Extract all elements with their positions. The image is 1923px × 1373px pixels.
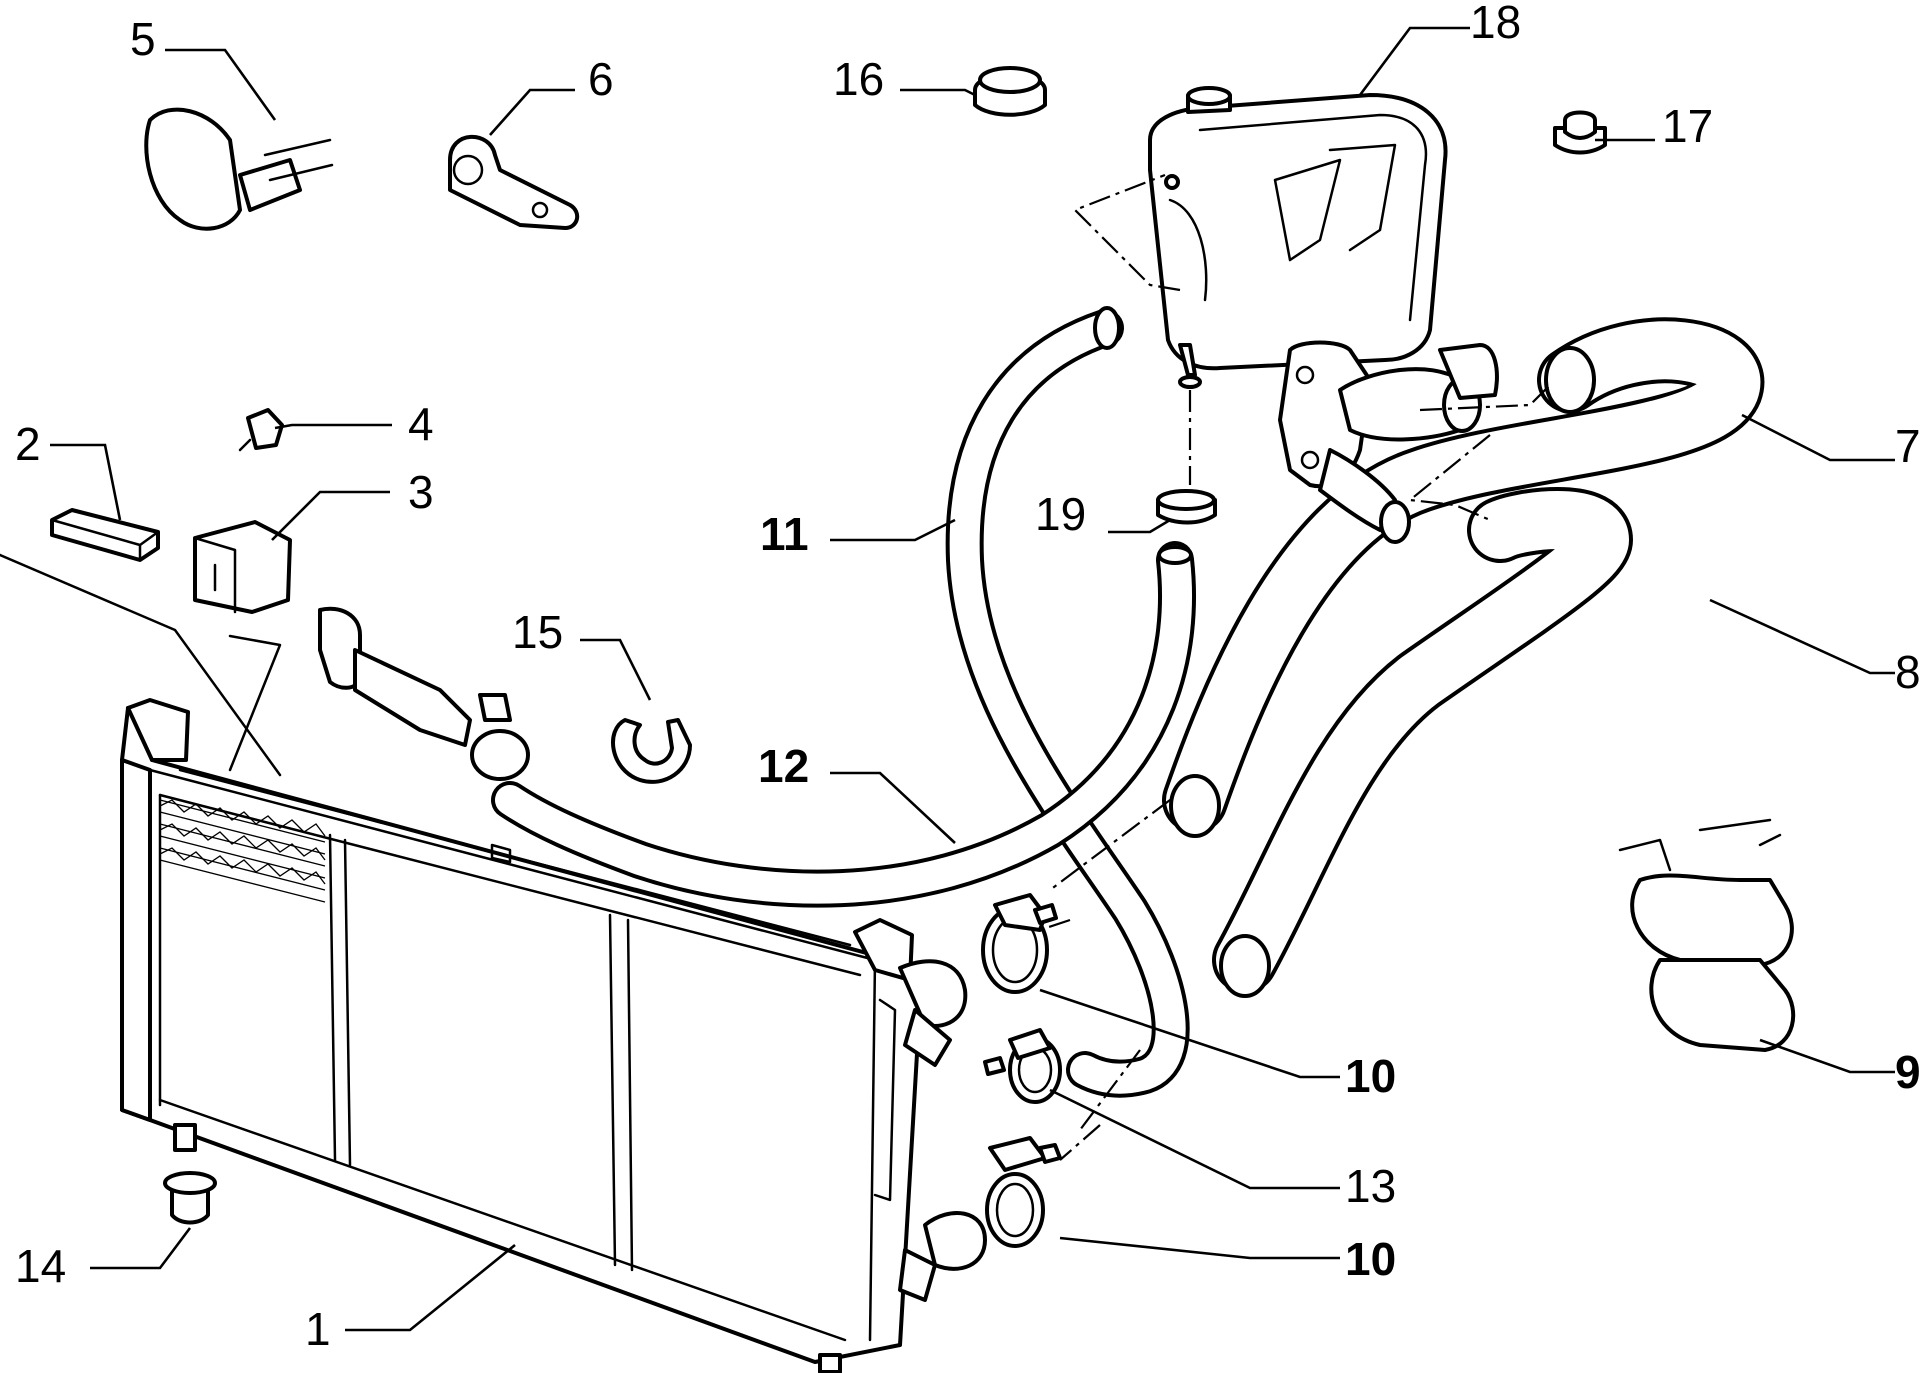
hose-clip-15 [611, 718, 692, 784]
callout-14: 14 [15, 1240, 66, 1292]
plug-14 [163, 1171, 217, 1225]
callout-19: 19 [1035, 488, 1086, 540]
callout-labels: 1 2 3 4 5 6 7 8 9 10 10 11 12 13 14 15 1… [15, 0, 1921, 1355]
callout-16: 16 [833, 53, 884, 105]
callout-15: 15 [512, 606, 563, 658]
rubber-pad-2 [50, 508, 160, 562]
callout-10-upper: 10 [1345, 1050, 1396, 1102]
callout-11: 11 [760, 508, 809, 560]
callout-7: 7 [1895, 420, 1921, 472]
hose-clamp-10-lower [985, 1136, 1062, 1248]
hose-clamp-13 [983, 1028, 1062, 1104]
hose-12 [491, 541, 1196, 908]
callout-13: 13 [1345, 1160, 1396, 1212]
callout-4: 4 [408, 398, 434, 450]
leader-lines [50, 26, 1895, 1332]
water-pipe-flange [318, 606, 530, 781]
assembly-lines [0, 173, 1551, 1161]
hose-clamp-10-upper [981, 893, 1058, 994]
callout-5: 5 [130, 13, 156, 65]
hose-clip-5 [144, 107, 334, 231]
callout-3: 3 [408, 466, 434, 518]
hose-clip-19 [1156, 489, 1217, 525]
hose-8 [1212, 487, 1633, 998]
callout-17: 17 [1662, 100, 1713, 152]
bracket-3 [193, 520, 292, 614]
radiator-core-mesh [159, 799, 326, 903]
callout-1: 1 [305, 1303, 331, 1355]
callout-6: 6 [588, 53, 614, 105]
bracket-6 [448, 134, 580, 230]
callout-10-lower: 10 [1345, 1233, 1396, 1285]
hose-7 [1162, 317, 1764, 838]
expansion-tank [1148, 86, 1448, 389]
callout-2: 2 [15, 418, 41, 470]
callout-8: 8 [1895, 646, 1921, 698]
plug-17 [1553, 110, 1607, 155]
hose-clip-9 [1618, 818, 1796, 1052]
callout-18: 18 [1470, 0, 1521, 48]
clip-4 [238, 408, 284, 452]
callout-12: 12 [758, 740, 809, 792]
radiator [120, 698, 987, 1373]
filler-cap [973, 66, 1047, 117]
callout-9: 9 [1895, 1046, 1921, 1098]
thermostat-housing [1278, 340, 1499, 544]
